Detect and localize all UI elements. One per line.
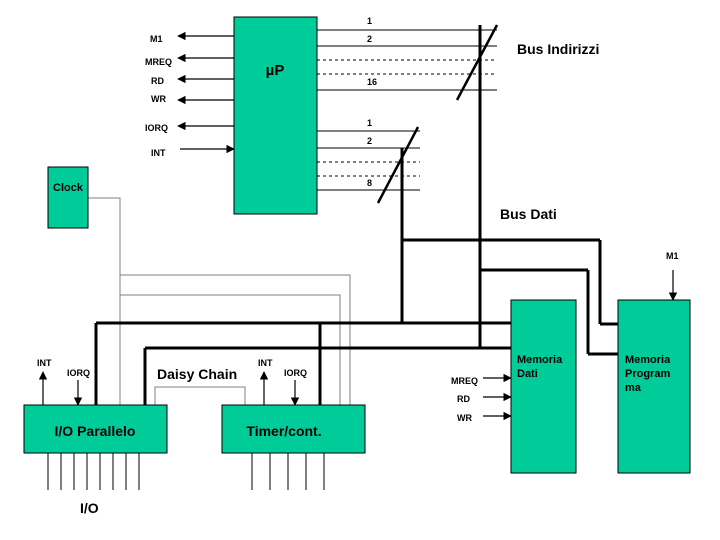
memory-signal-wr: WR [457, 413, 472, 423]
address-bus-line-2: 2 [367, 34, 372, 44]
timer-label: Timer/cont. [246, 423, 321, 439]
io-parallel-pins [47, 453, 140, 490]
timer-signal-int: INT [258, 358, 273, 368]
timer-signal-iorq: IORQ [284, 368, 307, 378]
address-bus-lines [317, 29, 497, 91]
timer-block [221, 404, 366, 454]
io-label: I/O [80, 500, 99, 516]
cpu-signal-rd: RD [151, 76, 164, 86]
daisy-chain-label: Daisy Chain [157, 366, 237, 382]
memory-program-signal-m1: M1 [666, 251, 679, 261]
memory-data-label-line2: Dati [517, 368, 538, 380]
clock-label: Clock [53, 182, 84, 194]
memory-program-label-line3: ma [625, 382, 642, 394]
data-bus-label: Bus Dati [500, 206, 557, 222]
data-bus-slash [376, 126, 420, 204]
address-bus-line-1: 1 [367, 16, 372, 26]
memory-program-label-line1: Memoria [625, 354, 671, 366]
data-bus-line-8: 8 [367, 178, 372, 188]
clock-wiring [88, 197, 351, 405]
daisy-chain-wire [154, 386, 246, 405]
io-parallel-label: I/O Parallelo [55, 423, 136, 439]
address-bus-label: Bus Indirizzi [517, 41, 599, 57]
cpu-signal-m1: M1 [150, 34, 163, 44]
data-bus-line-1: 1 [367, 118, 372, 128]
cpu-block [233, 16, 318, 215]
address-bus-slash [455, 24, 499, 101]
memory-data-block [510, 299, 577, 474]
system-bus-wiring [94, 25, 618, 405]
clock-block [47, 166, 89, 229]
cpu-label: µP [266, 62, 285, 79]
data-bus-lines [317, 130, 420, 191]
cpu-signal-wr: WR [151, 94, 166, 104]
memory-signal-rd: RD [457, 394, 470, 404]
cpu-signal-arrows [177, 31, 235, 154]
io-parallel-block [23, 404, 168, 454]
memory-signal-mreq: MREQ [451, 376, 478, 386]
timer-pins [251, 453, 325, 490]
cpu-signal-iorq: IORQ [145, 123, 168, 133]
cpu-signal-mreq: MREQ [145, 57, 172, 67]
memory-data-label-line1: Memoria [517, 354, 563, 366]
memory-program-block [617, 299, 691, 474]
io-signal-iorq: IORQ [67, 368, 90, 378]
memory-program-label-line2: Program [625, 368, 670, 380]
cpu-signal-int: INT [151, 148, 166, 158]
address-bus-line-16: 16 [367, 77, 377, 87]
io-signal-int: INT [37, 358, 52, 368]
data-bus-line-2: 2 [367, 136, 372, 146]
peripheral-signal-arrows [38, 270, 678, 421]
